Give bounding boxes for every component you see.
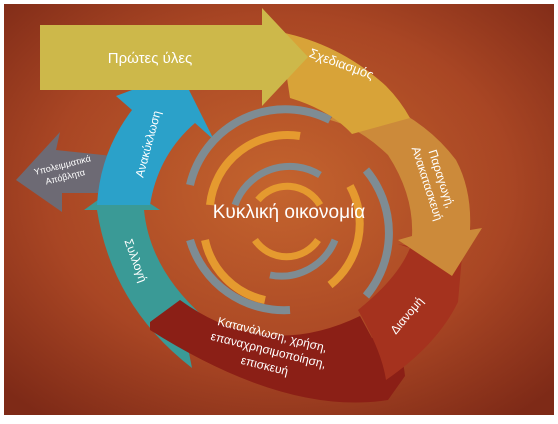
design-segment bbox=[280, 32, 410, 134]
center-title: Κυκλική οικονομία bbox=[213, 202, 365, 223]
distribution-segment bbox=[358, 244, 462, 380]
residual-waste-arrow bbox=[16, 132, 122, 212]
raw-materials-arrow bbox=[40, 8, 308, 106]
inner-rings bbox=[186, 105, 393, 315]
production-segment bbox=[330, 92, 482, 276]
raw-materials-label: Πρώτες ύλες bbox=[108, 50, 193, 67]
recycling-segment bbox=[97, 72, 214, 205]
consumption-segment bbox=[150, 300, 405, 403]
